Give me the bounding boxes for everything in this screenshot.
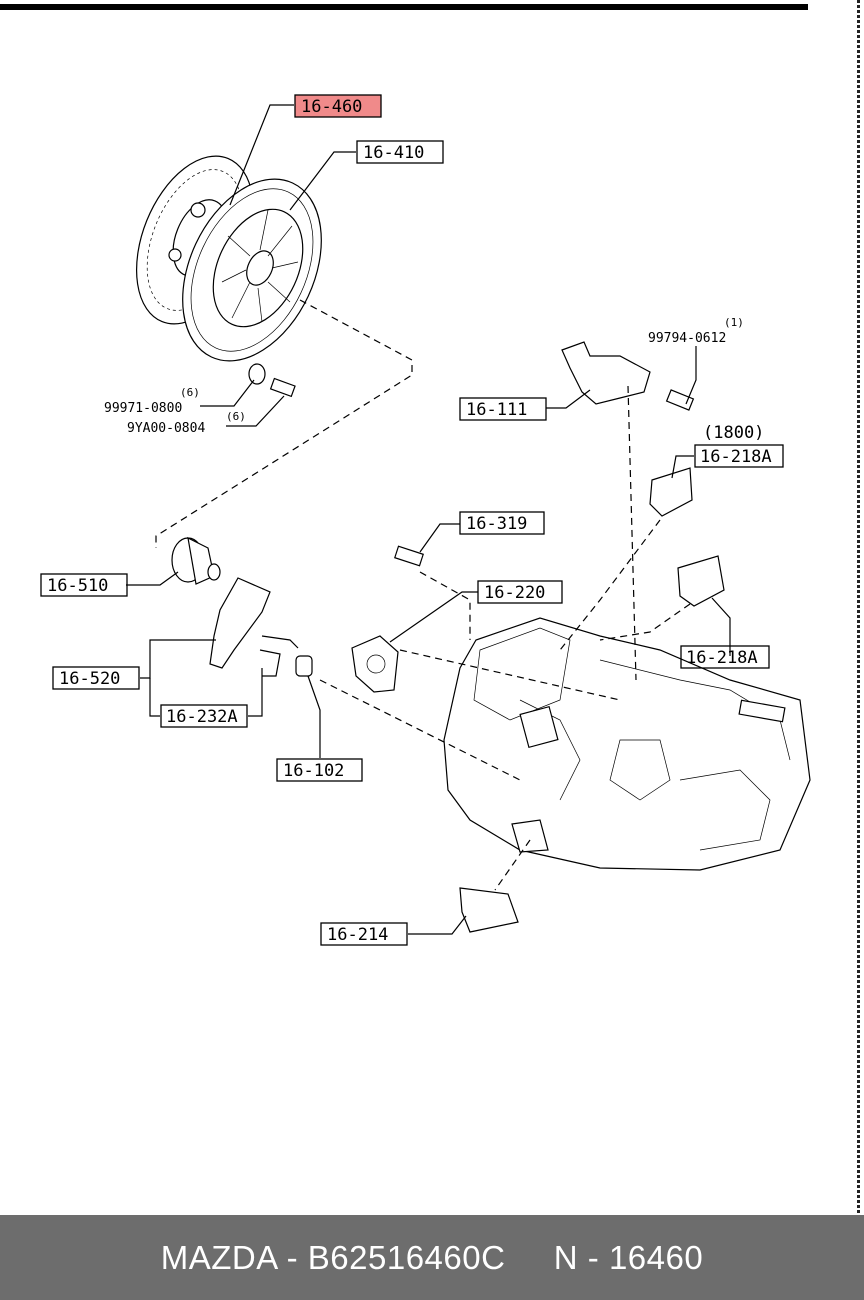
release-fork-part — [209, 577, 313, 677]
clutch-cover-part — [182, 178, 322, 398]
label-16-510[interactable]: 16-510 — [40, 573, 128, 597]
label-16-410[interactable]: 16-410 — [356, 140, 444, 164]
label-16-218a-lower[interactable]: 16-218A — [680, 645, 770, 669]
label-16-102-text: 16-102 — [283, 761, 344, 781]
leader-lines — [126, 104, 731, 935]
label-16-214-text: 16-214 — [327, 925, 388, 945]
label-16-218a-lower-text: 16-218A — [686, 648, 758, 668]
label-16-102[interactable]: 16-102 — [276, 758, 363, 782]
bolt-99971-qty: (6) — [180, 386, 200, 399]
footer-brand-part: MAZDA - B62516460C — [160, 1238, 506, 1276]
mount-part-bottom — [459, 887, 519, 933]
label-16-111[interactable]: 16-111 — [459, 397, 547, 421]
footer-gap — [505, 1239, 553, 1277]
label-16-460-highlight — [295, 95, 381, 117]
mount-part-upper — [649, 467, 693, 517]
label-16-220-text: 16-220 — [484, 583, 545, 603]
label-16-410-text: 16-410 — [363, 143, 424, 163]
right-border — [857, 0, 860, 1215]
label-16-520[interactable]: 16-520 — [52, 666, 140, 690]
label-16-510-text: 16-510 — [47, 576, 108, 596]
label-16-220[interactable]: 16-220 — [477, 580, 563, 604]
label-16-232a-text: 16-232A — [166, 707, 238, 727]
bolt-99971-number[interactable]: 99971-0800 — [104, 401, 182, 416]
label-16-218a-upper-text: 16-218A — [700, 447, 772, 467]
label-16-214[interactable]: 16-214 — [320, 922, 408, 946]
top-border — [0, 4, 808, 10]
label-16-460-text: 16-460 — [301, 97, 362, 117]
note-1800: (1800) — [703, 423, 764, 443]
label-16-218a-upper[interactable]: 16-218A — [694, 444, 784, 468]
label-16-111-text: 16-111 — [466, 400, 527, 420]
bracket-part — [561, 341, 695, 411]
label-16-319-text: 16-319 — [466, 514, 527, 534]
footer-number: N - 16460 — [553, 1238, 704, 1276]
transmission-case-part — [443, 617, 811, 871]
bolt-9ya00-number[interactable]: 9YA00-0804 — [127, 421, 205, 436]
slave-cylinder-part — [351, 545, 424, 693]
label-16-520-text: 16-520 — [59, 669, 120, 689]
bolt-9ya00-qty: (6) — [226, 410, 246, 423]
parts-diagram: 16-460 16-410 16-111 16-218A 16-319 16-2… — [40, 94, 811, 946]
assembly-lines — [155, 299, 691, 891]
label-16-319[interactable]: 16-319 — [459, 511, 545, 535]
footer-bar: MAZDA - B62516460C N - 16460 — [0, 1215, 864, 1300]
bolt-99794-number[interactable]: 99794-0612 — [648, 331, 726, 346]
label-16-232a[interactable]: 16-232A — [160, 704, 248, 728]
mount-part-lower — [677, 555, 725, 607]
bolt-99794-qty: (1) — [724, 316, 744, 329]
label-16-460[interactable]: 16-460 — [294, 94, 382, 118]
release-bearing-part — [171, 536, 221, 585]
